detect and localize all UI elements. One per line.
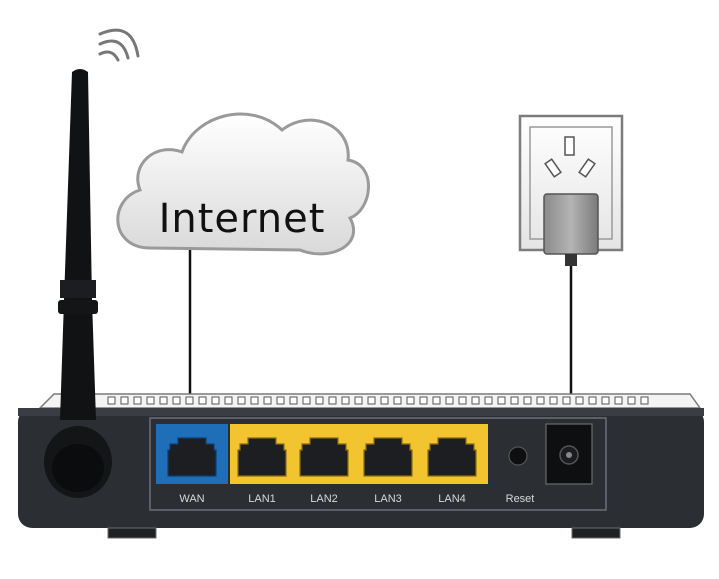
vent-slot (198, 396, 207, 405)
vent-slot (601, 396, 610, 405)
vent-slot (406, 396, 415, 405)
ethernet-port-lan3[interactable] (363, 437, 413, 477)
vent-slot (367, 396, 376, 405)
internet-label: Internet (159, 196, 326, 242)
ethernet-ports (167, 437, 477, 477)
vent-slot (289, 396, 298, 405)
vent-slot (120, 396, 129, 405)
port-label-lan1: LAN1 (248, 493, 276, 505)
vent-slot (627, 396, 636, 405)
reset-button[interactable] (508, 446, 528, 466)
port-label-wan: WAN (179, 493, 204, 505)
vent-slot (484, 396, 493, 405)
power-adapter-plug (543, 193, 599, 266)
vent-slot (588, 396, 597, 405)
vent-slot (393, 396, 402, 405)
vent-slot (614, 396, 623, 405)
vent-slot (172, 396, 181, 405)
ethernet-port-lan1[interactable] (237, 437, 287, 477)
reset-label: Reset (506, 493, 535, 505)
vent-slot (510, 396, 519, 405)
router-foot-left (107, 527, 157, 539)
vent-slot (250, 396, 259, 405)
vent-slot (328, 396, 337, 405)
vent-slot (263, 396, 272, 405)
vent-slot (458, 396, 467, 405)
vent-slot (549, 396, 558, 405)
wifi-signal-icon (98, 28, 140, 62)
vent-slot (419, 396, 428, 405)
router-foot-right (571, 527, 621, 539)
vent-slot (224, 396, 233, 405)
vent-slot (445, 396, 454, 405)
ethernet-port-lan4[interactable] (427, 437, 477, 477)
router-vents (107, 396, 649, 405)
port-label-lan2: LAN2 (310, 493, 338, 505)
vent-slot (302, 396, 311, 405)
port-label-lan3: LAN3 (374, 493, 402, 505)
vent-slot (380, 396, 389, 405)
vent-slot (276, 396, 285, 405)
power-jack (545, 423, 593, 485)
vent-slot (159, 396, 168, 405)
vent-slot (497, 396, 506, 405)
vent-slot (107, 396, 116, 405)
port-label-lan4: LAN4 (438, 493, 466, 505)
ports-panel (149, 417, 607, 511)
vent-slot (575, 396, 584, 405)
ethernet-port-wan[interactable] (167, 437, 217, 477)
vent-slot (432, 396, 441, 405)
vent-slot (536, 396, 545, 405)
vent-slot (146, 396, 155, 405)
vent-slot (354, 396, 363, 405)
router-top-panel (38, 393, 702, 409)
vent-slot (341, 396, 350, 405)
vent-slot (237, 396, 246, 405)
vent-slot (211, 396, 220, 405)
vent-slot (640, 396, 649, 405)
internet-cloud: Internet (116, 112, 370, 256)
vent-slot (523, 396, 532, 405)
vent-slot (471, 396, 480, 405)
router-body-highlight (18, 408, 704, 416)
ethernet-port-lan2[interactable] (299, 437, 349, 477)
vent-slot (185, 396, 194, 405)
vent-slot (562, 396, 571, 405)
antenna (44, 69, 112, 498)
vent-slot (133, 396, 142, 405)
vent-slot (315, 396, 324, 405)
